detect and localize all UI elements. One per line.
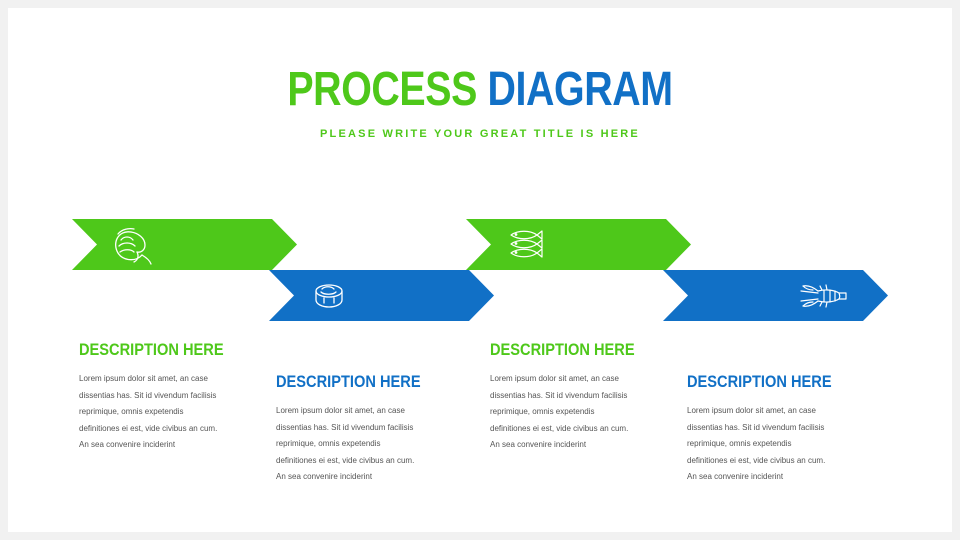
step-1-heading: DESCRIPTION HERE bbox=[79, 340, 224, 359]
lobster-icon bbox=[800, 284, 847, 308]
step-3-chevron bbox=[466, 219, 691, 270]
description-line: Lorem ipsum dolor sit amet, an case bbox=[687, 406, 816, 415]
description-line: Lorem ipsum dolor sit amet, an case bbox=[79, 374, 208, 383]
description-line: definitiones ei est, vide civibus an cum… bbox=[490, 423, 629, 433]
title-word-process: PROCESS bbox=[287, 63, 477, 116]
description-line: dissentias has. Sit id vivendum facilisi… bbox=[490, 390, 628, 400]
fish-steak-icon bbox=[315, 284, 343, 308]
description-line: An sea convenire inciderint bbox=[490, 440, 587, 449]
step-3-heading: DESCRIPTION HERE bbox=[490, 340, 635, 359]
description-line: An sea convenire inciderint bbox=[79, 440, 176, 449]
step-2-chevron bbox=[269, 270, 494, 321]
description-line: definitiones ei est, vide civibus an cum… bbox=[276, 455, 415, 465]
title-word-diagram: DIAGRAM bbox=[487, 63, 673, 116]
step-1-description: Lorem ipsum dolor sit amet, an case diss… bbox=[79, 371, 239, 454]
description-line: definitiones ei est, vide civibus an cum… bbox=[79, 423, 218, 433]
page-subtitle: PLEASE WRITE YOUR GREAT TITLE IS HERE bbox=[320, 128, 640, 140]
description-line: reprimique, omnis expetendis bbox=[490, 407, 595, 416]
step-2-description: Lorem ipsum dolor sit amet, an case diss… bbox=[276, 403, 436, 486]
step-4-description: Lorem ipsum dolor sit amet, an case diss… bbox=[687, 403, 847, 486]
description-line: dissentias has. Sit id vivendum facilisi… bbox=[79, 390, 217, 400]
description-line: reprimique, omnis expetendis bbox=[79, 407, 184, 416]
shrimp-icon bbox=[115, 228, 152, 265]
description-line: An sea convenire inciderint bbox=[276, 472, 373, 481]
description-line: definitiones ei est, vide civibus an cum… bbox=[687, 455, 826, 465]
step-2-heading: DESCRIPTION HERE bbox=[276, 372, 421, 391]
description-line: dissentias has. Sit id vivendum facilisi… bbox=[687, 422, 825, 432]
step-4-chevron bbox=[663, 270, 888, 321]
description-line: Lorem ipsum dolor sit amet, an case bbox=[490, 374, 619, 383]
sardines-icon bbox=[510, 230, 543, 258]
step-4-heading: DESCRIPTION HERE bbox=[687, 372, 832, 391]
page-title: PROCESS DIAGRAM bbox=[86, 62, 873, 118]
description-line: Lorem ipsum dolor sit amet, an case bbox=[276, 406, 405, 415]
step-3-description: Lorem ipsum dolor sit amet, an case diss… bbox=[490, 371, 650, 454]
description-line: An sea convenire inciderint bbox=[687, 472, 784, 481]
description-line: reprimique, omnis expetendis bbox=[687, 439, 792, 448]
description-line: dissentias has. Sit id vivendum facilisi… bbox=[276, 422, 414, 432]
step-1-chevron bbox=[72, 219, 297, 270]
description-line: reprimique, omnis expetendis bbox=[276, 439, 381, 448]
